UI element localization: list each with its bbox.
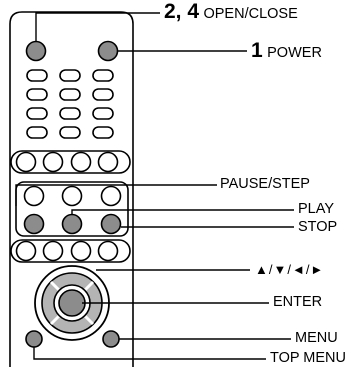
top-menu-label: TOP MENU	[270, 350, 347, 366]
rewind-button[interactable]	[23, 213, 45, 235]
function-button[interactable]	[42, 240, 64, 262]
play-label: PLAY	[298, 201, 335, 217]
grid-button[interactable]	[59, 107, 81, 120]
enter-button[interactable]	[58, 289, 86, 317]
function-button[interactable]	[15, 240, 37, 262]
power-step-number: 1	[251, 39, 263, 62]
arrow-buttons-label: ▲/▼/◄/►	[255, 262, 325, 277]
nav-pad-dividers	[49, 280, 95, 326]
grid-button[interactable]	[92, 69, 114, 82]
number-button-grid	[26, 69, 114, 139]
open-close-leader	[35, 12, 160, 42]
top-menu-button[interactable]	[25, 330, 43, 348]
function-button[interactable]	[70, 240, 92, 262]
grid-button[interactable]	[26, 69, 48, 82]
function-button[interactable]	[70, 151, 92, 173]
function-row-frame	[10, 150, 131, 174]
stop-button[interactable]	[100, 213, 122, 235]
open-close-callout: 2, 4 OPEN/CLOSE	[164, 1, 298, 22]
grid-button[interactable]	[26, 88, 48, 101]
power-callout: 1 POWER	[251, 40, 322, 61]
playback-frame	[15, 181, 129, 237]
grid-button[interactable]	[59, 88, 81, 101]
play-button[interactable]	[61, 213, 83, 235]
enter-label: ENTER	[273, 294, 323, 310]
playback-section	[15, 181, 129, 237]
function-button[interactable]	[97, 240, 119, 262]
grid-button[interactable]	[59, 126, 81, 139]
open-close-button[interactable]	[25, 40, 47, 62]
stop-label: STOP	[298, 219, 338, 235]
grid-button[interactable]	[26, 126, 48, 139]
function-button[interactable]	[97, 151, 119, 173]
power-button[interactable]	[97, 40, 119, 62]
function-row-frame	[10, 239, 131, 263]
function-button[interactable]	[42, 151, 64, 173]
function-button[interactable]	[15, 151, 37, 173]
pause-step-leader	[15, 184, 217, 206]
pause-step-label: PAUSE/STEP	[220, 176, 310, 192]
play-leader	[71, 209, 294, 214]
upper-function-button-row	[10, 150, 131, 174]
grid-button[interactable]	[92, 88, 114, 101]
power-label: POWER	[267, 45, 322, 61]
menu-label: MENU	[295, 330, 338, 346]
menu-button[interactable]	[102, 330, 120, 348]
upper-middle-button[interactable]	[61, 185, 83, 207]
grid-button[interactable]	[92, 107, 114, 120]
leader-lines	[15, 12, 294, 360]
grid-button[interactable]	[92, 126, 114, 139]
lower-function-button-row	[10, 239, 131, 263]
pause-step-button[interactable]	[100, 185, 122, 207]
top-menu-leader	[33, 347, 266, 360]
grid-button[interactable]	[59, 69, 81, 82]
open-close-label: OPEN/CLOSE	[203, 6, 298, 22]
upper-left-button[interactable]	[23, 185, 45, 207]
grid-button[interactable]	[26, 107, 48, 120]
open-close-step-number: 2, 4	[164, 0, 200, 23]
